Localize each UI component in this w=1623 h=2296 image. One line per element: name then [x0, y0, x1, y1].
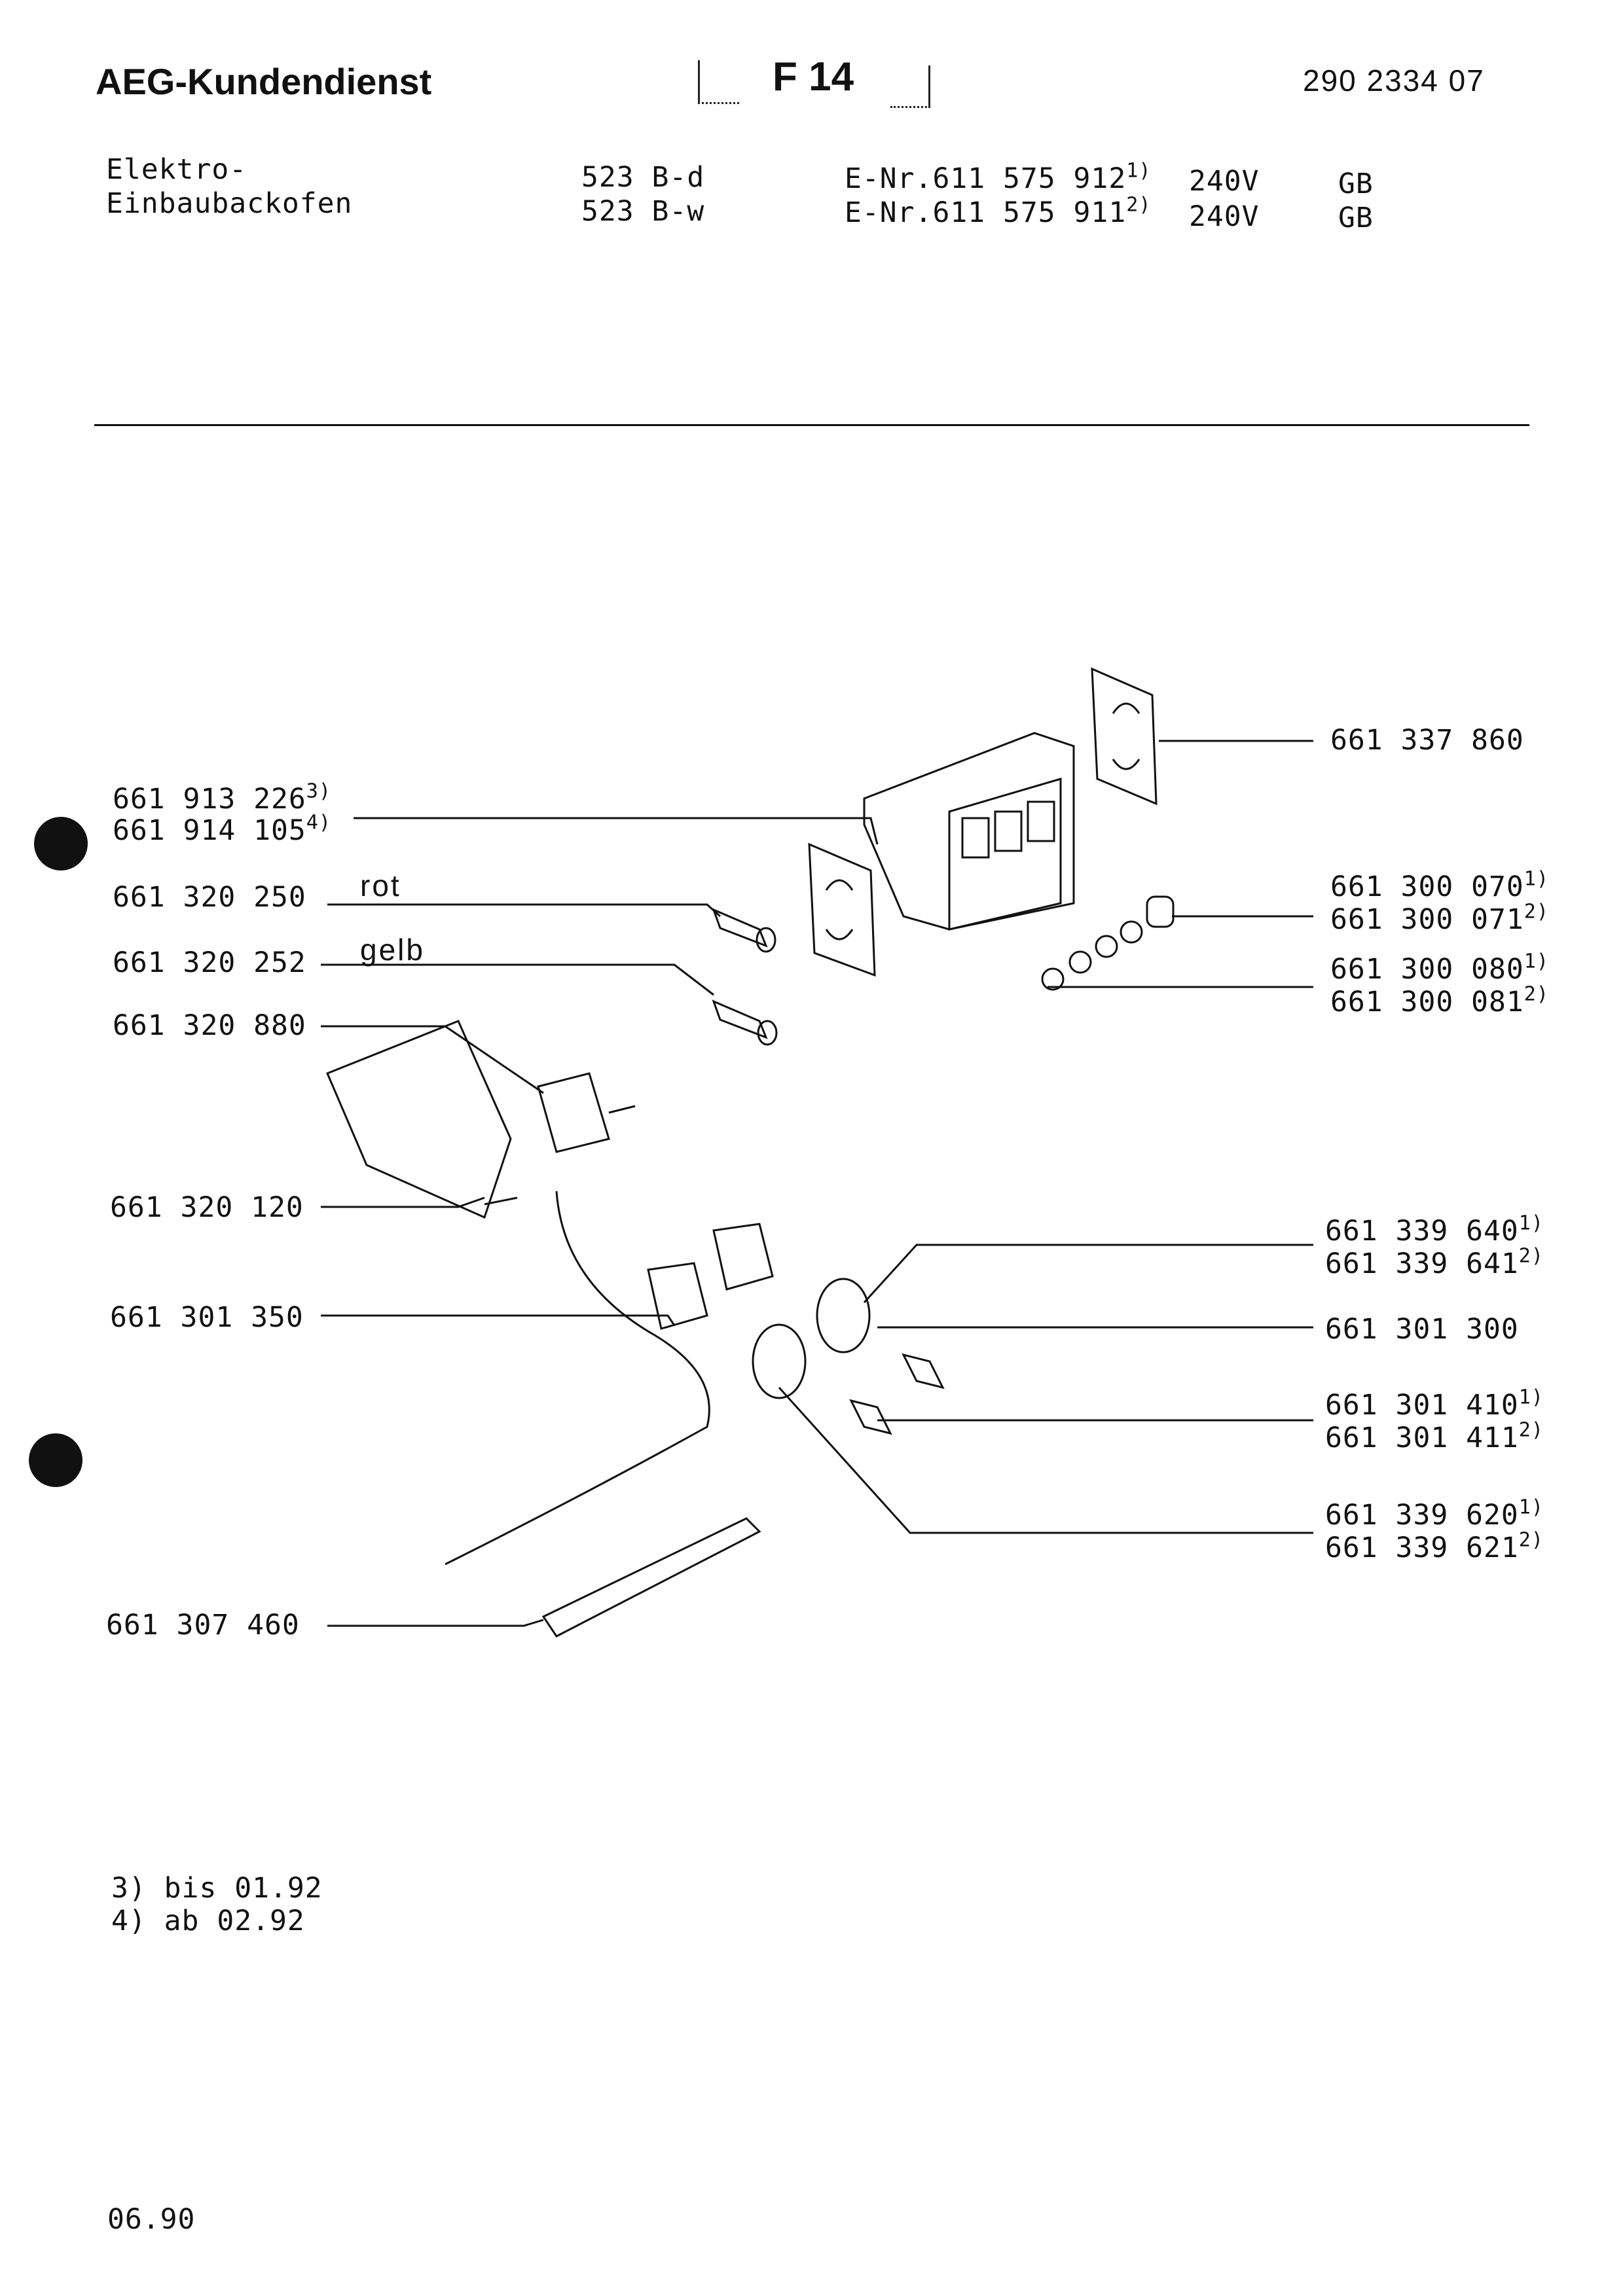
voltage-1: 240V — [1189, 165, 1260, 198]
model-1: 523 B-d — [581, 161, 705, 194]
part-right-2b: 661 300 0712) — [1330, 900, 1550, 936]
product-name-line1: Elektro- — [106, 153, 247, 186]
part-left-7: 661 307 460 — [106, 1609, 300, 1641]
part-right-4a: 661 339 6401) — [1325, 1211, 1544, 1247]
corner-mark-left — [698, 60, 739, 104]
shape-thermostat — [537, 1072, 610, 1153]
voltage-2: 240V — [1189, 200, 1260, 233]
leader-lamp-yellow — [321, 963, 714, 996]
enr-1: E-Nr.611 575 9121) — [845, 159, 1152, 195]
shape-small-plate — [808, 842, 876, 977]
leader-dial-1 — [863, 1244, 1313, 1304]
leader-timer-module — [354, 817, 879, 845]
part-right-6b: 661 301 4112) — [1325, 1418, 1544, 1454]
label-gelb: gelb — [360, 933, 425, 967]
shape-knob-small — [1146, 895, 1175, 928]
part-left-4: 661 320 880 — [113, 1009, 306, 1042]
footnote-4: 4) ab 02.92 — [111, 1905, 305, 1937]
page-code: F 14 — [773, 54, 854, 99]
leader-switch — [321, 1196, 485, 1208]
shape-dial-1 — [816, 1278, 871, 1354]
shape-timer-module — [863, 732, 1075, 931]
country-2: GB — [1338, 202, 1374, 234]
part-left-6: 661 301 350 — [110, 1301, 304, 1334]
shape-holder-1 — [647, 1262, 708, 1330]
leader-lamp-red — [327, 903, 721, 918]
document-number: 290 2334 07 — [1303, 63, 1485, 98]
shape-bracket — [541, 1517, 761, 1638]
country-1: GB — [1338, 168, 1374, 200]
enr-2: E-Nr.611 575 9112) — [845, 193, 1152, 229]
shape-capillary — [445, 1191, 710, 1566]
punch-hole-2 — [29, 1433, 82, 1487]
part-left-2: 661 320 250 — [113, 881, 306, 914]
header-divider — [94, 424, 1529, 426]
corner-mark-right — [890, 65, 930, 108]
leader-bracket — [327, 1619, 544, 1627]
leader-dial-2 — [778, 1386, 1313, 1534]
part-left-5: 661 320 120 — [110, 1191, 304, 1224]
part-right-3a: 661 300 0801) — [1330, 950, 1550, 986]
part-right-1: 661 337 860 — [1330, 724, 1524, 757]
part-right-7a: 661 339 6201) — [1325, 1496, 1544, 1532]
shape-lamp-yellow — [712, 999, 768, 1039]
punch-hole-1 — [34, 817, 88, 870]
part-left-1b: 661 914 1054) — [113, 811, 332, 847]
product-name-line2: Einbaubackofen — [106, 187, 353, 220]
part-right-2a: 661 300 0701) — [1330, 867, 1550, 903]
shape-panel-plate — [1091, 667, 1158, 806]
label-rot: rot — [360, 869, 401, 903]
part-right-6a: 661 301 4101) — [1325, 1386, 1544, 1422]
part-left-1a: 661 913 2263) — [113, 780, 332, 816]
part-right-4b: 661 339 6412) — [1325, 1244, 1544, 1280]
footnote-3: 3) bis 01.92 — [111, 1872, 323, 1905]
shape-holder-2 — [712, 1223, 774, 1291]
document-date: 06.90 — [107, 2203, 196, 2236]
shape-knob-1 — [902, 1353, 945, 1390]
shape-switch-block — [326, 1020, 512, 1219]
part-right-5: 661 301 300 — [1325, 1313, 1519, 1346]
part-left-3: 661 320 252 — [113, 946, 306, 979]
part-right-7b: 661 339 6212) — [1325, 1528, 1544, 1564]
brand-title: AEG-Kundendienst — [96, 61, 432, 102]
leader-holder — [321, 1314, 676, 1326]
model-2: 523 B-w — [581, 195, 705, 228]
shape-dial-2 — [752, 1323, 807, 1399]
part-right-3b: 661 300 0812) — [1330, 982, 1550, 1018]
shape-lamp-red — [712, 908, 768, 948]
shape-knob-2 — [849, 1399, 892, 1435]
leader-thermostat — [321, 1025, 544, 1094]
